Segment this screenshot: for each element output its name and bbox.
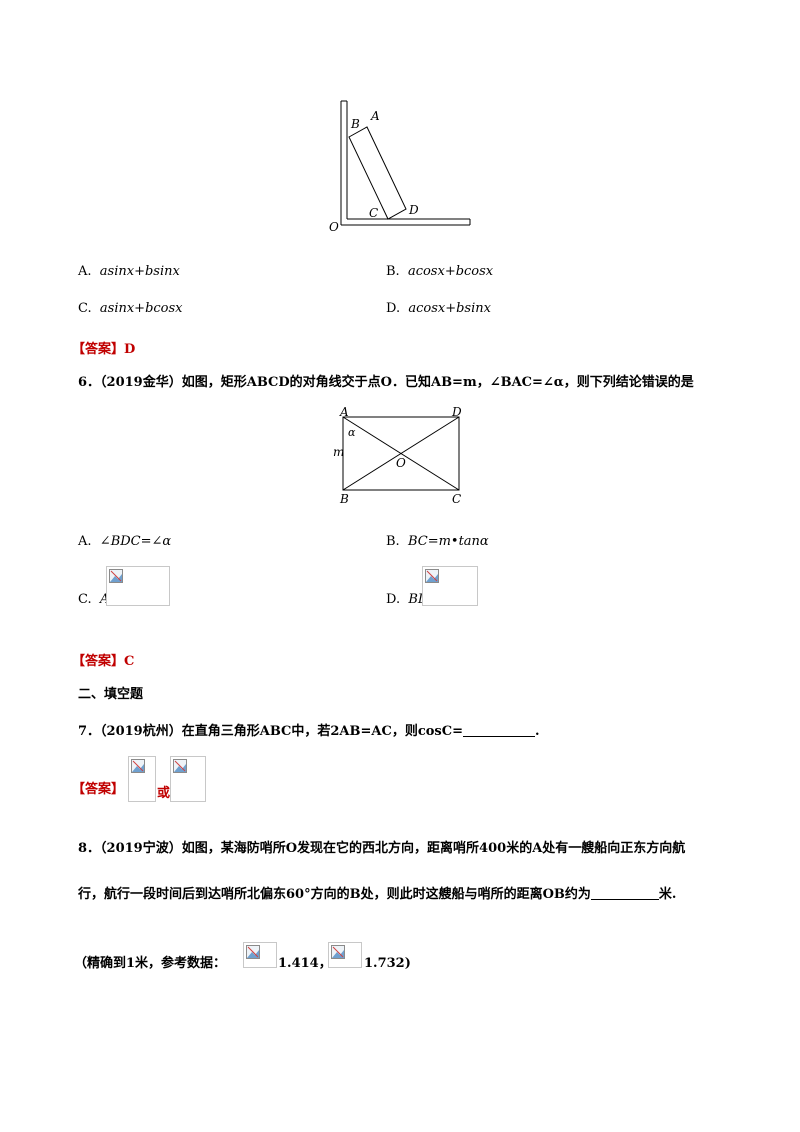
- label-o: O: [396, 456, 406, 470]
- broken-image: [422, 566, 478, 606]
- broken-image: [170, 756, 206, 802]
- q8-line-2: 行，航行一段时间后到达哨所北偏东60°方向的B处，则此时这艘船与哨所的距离OB约…: [78, 885, 677, 902]
- q5-option-b: B. acosx+bcosx: [386, 264, 494, 279]
- label-c: C: [369, 206, 378, 220]
- broken-image: [128, 756, 156, 802]
- q8-line-1: 8．（2019宁波）如图，某海防哨所O发现在它的西北方向，距离哨所400米的A处…: [78, 841, 686, 856]
- q6-answer: 【答案】C: [72, 654, 135, 669]
- label-o: O: [329, 220, 339, 234]
- q6-option-a: A. ∠BDC=∠α: [78, 534, 172, 549]
- label-b: B: [339, 492, 349, 506]
- q7-answer-label: 【答案】: [72, 782, 125, 797]
- q5-answer: 【答案】D: [72, 342, 136, 357]
- figure-ladder-wall: B A C D O: [329, 100, 471, 234]
- broken-image-icon: [246, 945, 260, 959]
- broken-image-icon: [173, 759, 187, 773]
- label-a: A: [370, 109, 380, 123]
- q8-note-value-2: 1.732): [364, 956, 411, 971]
- broken-image-icon: [331, 945, 345, 959]
- broken-image-icon: [131, 759, 145, 773]
- label-d: D: [408, 203, 419, 217]
- q8-note-value-1: 1.414，: [278, 956, 332, 971]
- label-b: B: [350, 117, 360, 131]
- q7-stem: 7．（2019杭州）在直角三角形ABC中，若2AB=AC，则cosC=.: [78, 722, 540, 739]
- label-alpha: α: [348, 426, 356, 439]
- label-c: C: [452, 492, 461, 506]
- broken-image-icon: [109, 569, 123, 583]
- broken-image: [243, 942, 277, 968]
- q5-option-c: C. asinx+bcosx: [78, 301, 183, 316]
- q5-option-d: D. acosx+bsinx: [386, 301, 491, 316]
- label-a: A: [339, 405, 349, 419]
- broken-image: [328, 942, 362, 968]
- q6-option-b: B. BC=m•tanα: [386, 534, 489, 549]
- answer-blank[interactable]: [462, 722, 535, 737]
- broken-image-icon: [425, 569, 439, 583]
- label-m: m: [333, 445, 344, 459]
- broken-image: [106, 566, 170, 606]
- q8-note-start: （精确到1米，参考数据：: [74, 956, 227, 971]
- q6-stem: 6．（2019金华）如图，矩形ABCD的对角线交于点O．已知AB=m，∠BAC=…: [78, 375, 694, 390]
- q5-option-a: A. asinx+bsinx: [78, 264, 180, 279]
- figure-rectangle-abcd: A D B C O m α: [333, 405, 462, 506]
- q7-answer-or: 或: [157, 786, 171, 801]
- answer-blank[interactable]: [590, 885, 659, 900]
- section-title: 二、填空题: [78, 687, 144, 702]
- label-d: D: [451, 405, 462, 419]
